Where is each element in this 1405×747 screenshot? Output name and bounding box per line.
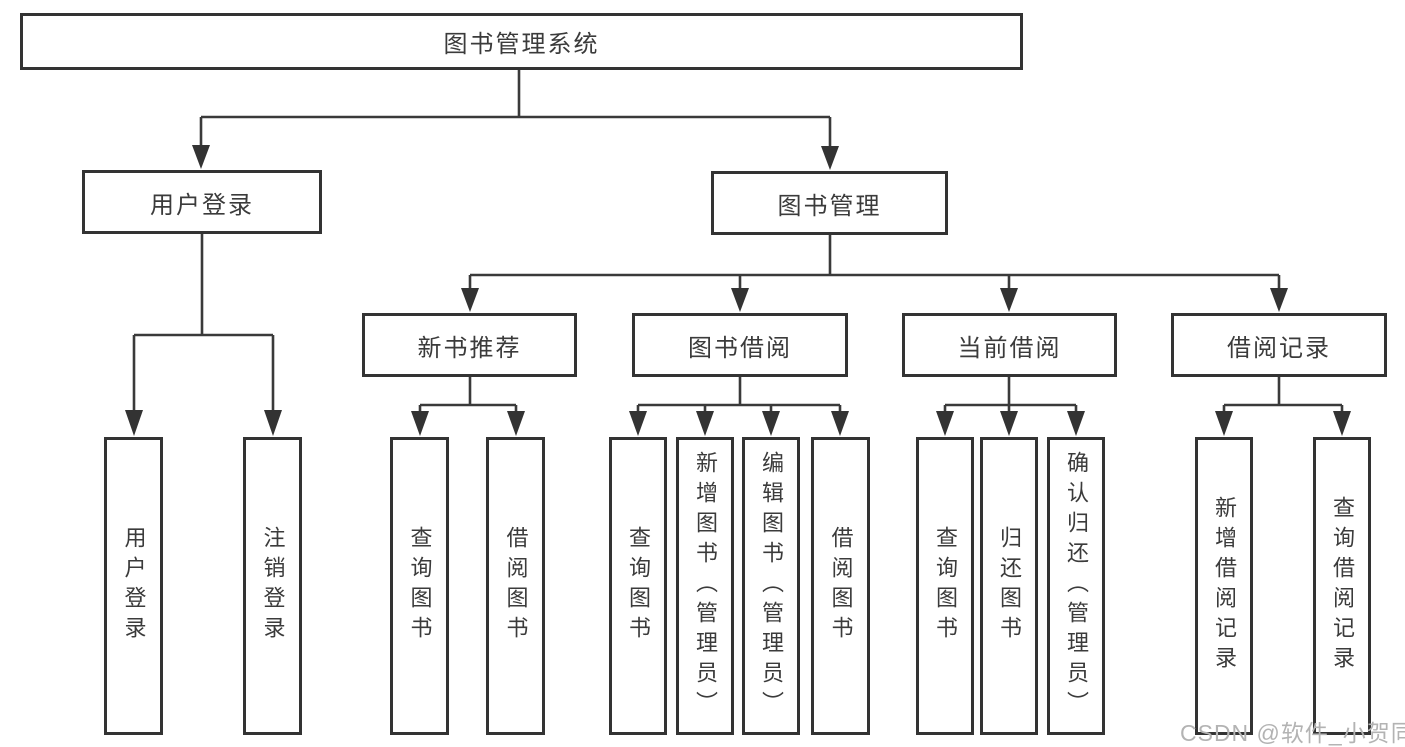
leaf-user-login: 用户登录 [104,437,163,735]
node-new-book-recommend: 新书推荐 [362,313,577,377]
leaf-add-book-admin: 新增图书（管理员） [676,437,734,735]
leaf-query-book-borrow: 查询图书 [609,437,667,735]
csdn-watermark: CSDN @软件_小贺同学 [1180,720,1405,746]
node-root-system: 图书管理系统 [20,13,1023,70]
leaf-query-book-recommend: 查询图书 [390,437,449,735]
arrow-down-icons [125,145,1351,436]
leaf-borrow-book-recommend: 借阅图书 [486,437,545,735]
leaf-logout: 注销登录 [243,437,302,735]
connector-lines [132,70,1344,412]
leaf-return-book: 归还图书 [980,437,1038,735]
node-user-login-branch: 用户登录 [82,170,322,234]
leaf-add-borrow-record: 新增借阅记录 [1195,437,1253,735]
leaf-query-book-current: 查询图书 [916,437,974,735]
leaf-edit-book-admin: 编辑图书（管理员） [742,437,800,735]
leaf-query-borrow-record: 查询借阅记录 [1313,437,1371,735]
leaf-borrow-book: 借阅图书 [811,437,870,735]
node-borrow-record: 借阅记录 [1171,313,1387,377]
node-book-borrow: 图书借阅 [632,313,848,377]
node-book-management-branch: 图书管理 [711,171,948,235]
node-current-borrow: 当前借阅 [902,313,1117,377]
leaf-confirm-return-admin: 确认归还（管理员） [1047,437,1105,735]
